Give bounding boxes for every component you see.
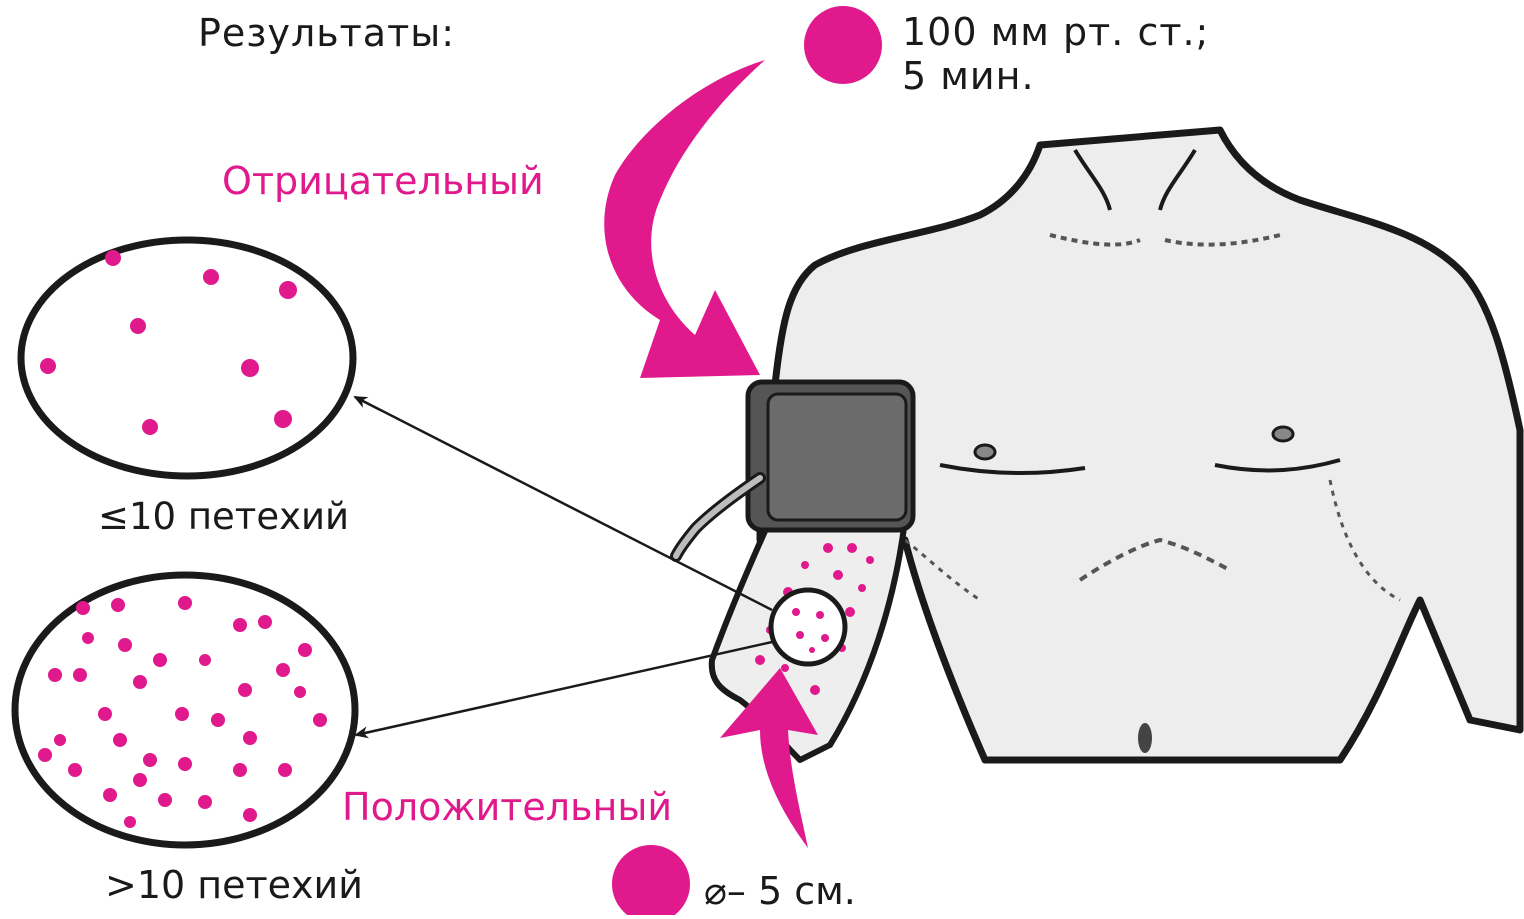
- negative-pointer-arrow: [355, 397, 772, 610]
- positive-result-label: Положительный: [342, 788, 672, 826]
- positive-result-circle: [15, 575, 355, 845]
- pressure-label: 100 мм рт. ст.; 5 мин.: [902, 10, 1209, 98]
- negative-result-label: Отрицательный: [222, 162, 544, 200]
- diameter-marker-dot: [612, 845, 690, 915]
- measurement-circle: [771, 590, 845, 664]
- results-title: Результаты:: [198, 14, 455, 52]
- negative-result-caption: ≤10 петехий: [98, 498, 349, 535]
- pressure-value: 100 мм рт. ст.;: [902, 10, 1209, 54]
- pressure-marker-dot: [804, 6, 882, 84]
- diameter-label: ⌀– 5 см.: [704, 872, 856, 910]
- positive-pointer-arrow: [356, 642, 772, 735]
- pressure-duration: 5 мин.: [902, 54, 1209, 98]
- negative-result-circle: [21, 240, 353, 476]
- blood-pressure-cuff: [676, 382, 913, 556]
- positive-result-caption: >10 петехий: [105, 866, 363, 904]
- pressure-arrow: [604, 60, 765, 378]
